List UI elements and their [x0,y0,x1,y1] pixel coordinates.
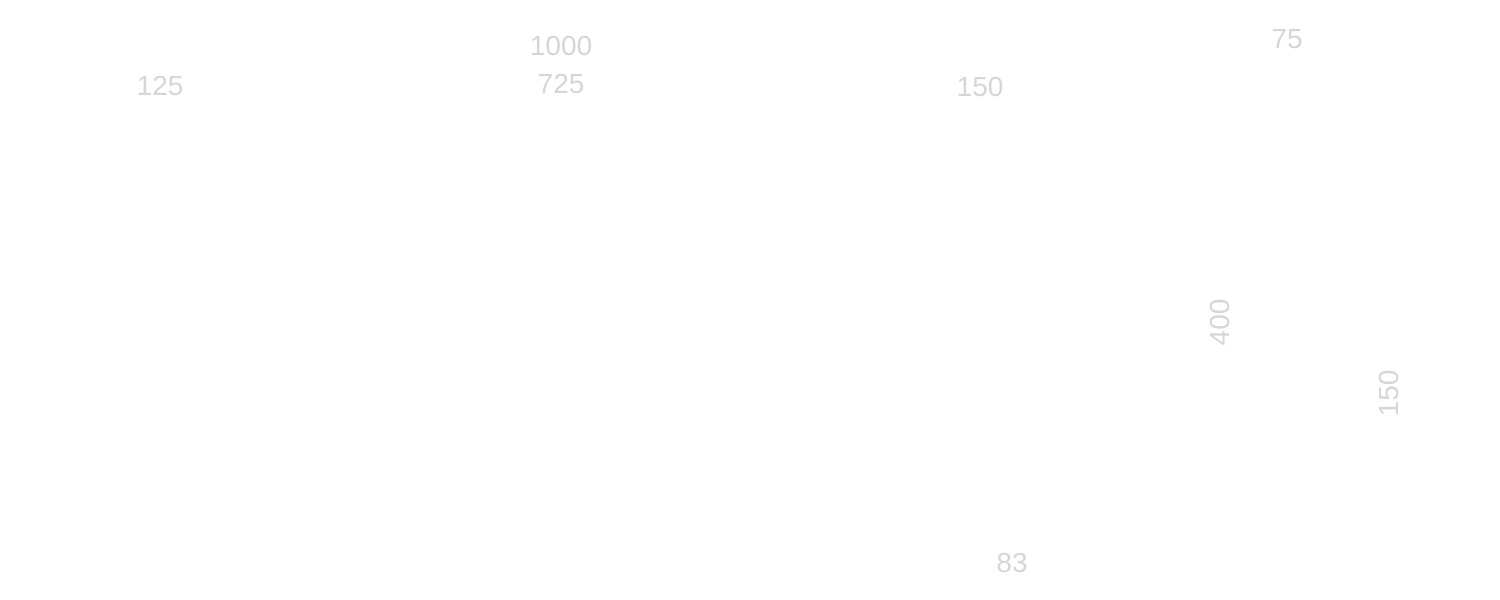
dimension-label: 725 [537,68,585,99]
dimension-label-vertical: 150 [1373,369,1404,417]
dimension-label: 125 [136,70,184,101]
dimension-label: 1000 [529,30,593,61]
dimension-label: 75 [1271,23,1303,54]
dimension-label-vertical: 400 [1204,298,1235,346]
dimension-label: 83 [996,547,1028,578]
dimension-label: 150 [956,71,1004,102]
